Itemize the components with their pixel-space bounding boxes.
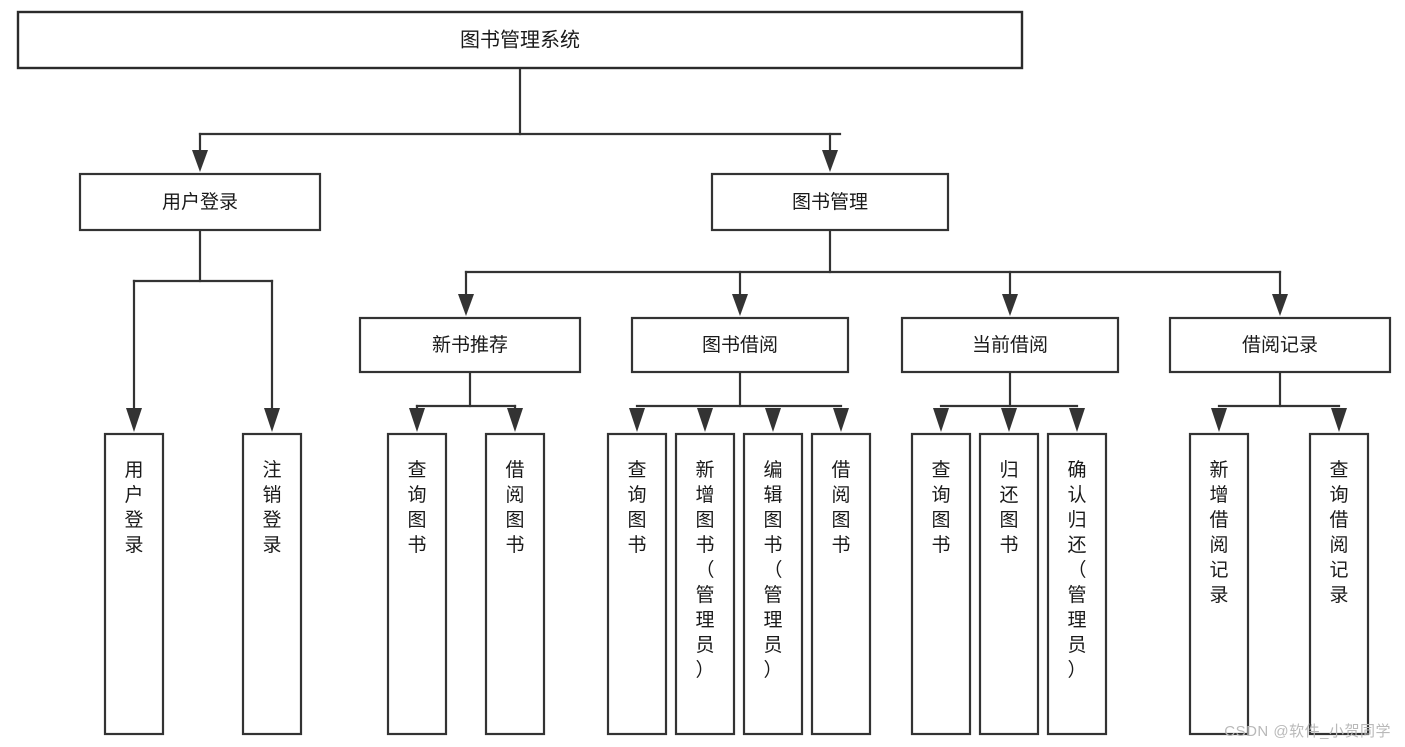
node-box-book-manage[interactable] — [710, 172, 950, 232]
node-box-leaf-query-book-1[interactable] — [386, 432, 448, 736]
arrow-to-book-borrow-icon — [732, 294, 748, 316]
arrow-to-borrow-record-icon — [1272, 294, 1288, 316]
node-label-root: 图书管理系统 — [460, 28, 580, 51]
node-label-borrow-record: 借阅记录 — [1242, 334, 1318, 356]
arrow-to-leaf-query-book-3-icon — [933, 408, 949, 432]
node-box-leaf-query-record[interactable] — [1308, 432, 1370, 736]
node-leaf-user-login[interactable]: 用户登录 — [103, 432, 165, 736]
node-leaf-add-record[interactable]: 新增借阅记录 — [1188, 432, 1250, 736]
connector-layer — [126, 66, 1347, 432]
node-leaf-borrow-book-1[interactable]: 借阅图书 — [484, 432, 546, 736]
node-leaf-query-book-2[interactable]: 查询图书 — [606, 432, 668, 736]
node-leaf-edit-book[interactable]: 编辑图书（管理员） — [742, 432, 804, 736]
node-box-current-borrow[interactable] — [900, 316, 1120, 374]
node-new-book-recommend[interactable]: 新书推荐 — [358, 316, 582, 374]
node-label-user-login: 用户登录 — [162, 191, 238, 213]
node-leaf-logout[interactable]: 注销登录 — [241, 432, 303, 736]
node-box-new-book-recommend[interactable] — [358, 316, 582, 374]
node-label-leaf-logout: 注销登录 — [262, 459, 281, 556]
node-label-leaf-query-record: 查询借阅记录 — [1329, 459, 1348, 606]
arrow-to-user-login-icon — [192, 150, 208, 172]
node-book-borrow[interactable]: 图书借阅 — [630, 316, 850, 374]
node-label-leaf-edit-book: 编辑图书（管理员） — [763, 459, 782, 681]
arrow-to-current-borrow-icon — [1002, 294, 1018, 316]
node-leaf-query-book-3[interactable]: 查询图书 — [910, 432, 972, 736]
node-book-manage[interactable]: 图书管理 — [710, 172, 950, 232]
arrow-to-leaf-edit-book-icon — [765, 408, 781, 432]
node-label-leaf-query-book-2: 查询图书 — [627, 459, 646, 556]
node-box-root[interactable] — [16, 10, 1024, 70]
arrow-to-leaf-query-book-2-icon — [629, 408, 645, 432]
node-leaf-return-book[interactable]: 归还图书 — [978, 432, 1040, 736]
node-label-leaf-return-book: 归还图书 — [999, 459, 1018, 556]
watermark-text: CSDN @软件_小贺同学 — [1224, 723, 1391, 740]
node-label-leaf-query-book-3: 查询图书 — [931, 459, 950, 556]
node-leaf-query-book-1[interactable]: 查询图书 — [386, 432, 448, 736]
node-box-leaf-add-record[interactable] — [1188, 432, 1250, 736]
node-leaf-query-record[interactable]: 查询借阅记录 — [1308, 432, 1370, 736]
node-layer: 图书管理系统用户登录图书管理新书推荐图书借阅当前借阅借阅记录用户登录注销登录查询… — [16, 10, 1392, 736]
node-user-login[interactable]: 用户登录 — [78, 172, 322, 232]
node-box-book-borrow[interactable] — [630, 316, 850, 374]
node-label-leaf-query-book-1: 查询图书 — [407, 459, 426, 556]
node-leaf-confirm-return[interactable]: 确认归还（管理员） — [1046, 432, 1108, 736]
node-box-leaf-logout[interactable] — [241, 432, 303, 736]
node-box-leaf-return-book[interactable] — [978, 432, 1040, 736]
node-box-borrow-record[interactable] — [1168, 316, 1392, 374]
node-label-new-book-recommend: 新书推荐 — [432, 334, 508, 356]
arrow-to-book-manage-icon — [822, 150, 838, 172]
node-label-leaf-user-login: 用户登录 — [124, 460, 143, 556]
node-label-book-borrow: 图书借阅 — [702, 334, 778, 356]
arrow-to-leaf-borrow-book-2-icon — [833, 408, 849, 432]
node-root[interactable]: 图书管理系统 — [16, 10, 1024, 70]
arrow-to-leaf-add-book-icon — [697, 408, 713, 432]
node-box-leaf-borrow-book-2[interactable] — [810, 432, 872, 736]
node-current-borrow[interactable]: 当前借阅 — [900, 316, 1120, 374]
node-label-leaf-add-record: 新增借阅记录 — [1209, 459, 1228, 606]
arrow-to-leaf-query-book-1-icon — [409, 408, 425, 432]
node-label-book-manage: 图书管理 — [792, 191, 868, 213]
node-box-leaf-user-login[interactable] — [103, 432, 165, 736]
node-box-leaf-query-book-3[interactable] — [910, 432, 972, 736]
node-borrow-record[interactable]: 借阅记录 — [1168, 316, 1392, 374]
node-box-leaf-query-book-2[interactable] — [606, 432, 668, 736]
node-label-leaf-borrow-book-1: 借阅图书 — [505, 459, 524, 556]
node-box-leaf-add-book[interactable] — [674, 432, 736, 736]
node-leaf-borrow-book-2[interactable]: 借阅图书 — [810, 432, 872, 736]
arrow-to-leaf-add-record-icon — [1211, 408, 1227, 432]
arrow-to-leaf-confirm-return-icon — [1069, 408, 1085, 432]
arrow-to-leaf-user-login-icon — [126, 408, 142, 432]
node-label-leaf-confirm-return: 确认归还（管理员） — [1067, 459, 1086, 681]
arrow-to-new-book-recommend-icon — [458, 294, 474, 316]
node-leaf-add-book[interactable]: 新增图书（管理员） — [674, 432, 736, 736]
arrow-to-leaf-return-book-icon — [1001, 408, 1017, 432]
node-box-leaf-edit-book[interactable] — [742, 432, 804, 736]
node-label-leaf-add-book: 新增图书（管理员） — [695, 459, 714, 681]
node-box-leaf-borrow-book-1[interactable] — [484, 432, 546, 736]
node-label-current-borrow: 当前借阅 — [972, 334, 1048, 356]
node-box-leaf-confirm-return[interactable] — [1046, 432, 1108, 736]
arrow-to-leaf-borrow-book-1-icon — [507, 408, 523, 432]
node-box-user-login[interactable] — [78, 172, 322, 232]
arrow-to-leaf-logout-icon — [264, 408, 280, 432]
node-label-leaf-borrow-book-2: 借阅图书 — [831, 459, 850, 556]
arrow-to-leaf-query-record-icon — [1331, 408, 1347, 432]
